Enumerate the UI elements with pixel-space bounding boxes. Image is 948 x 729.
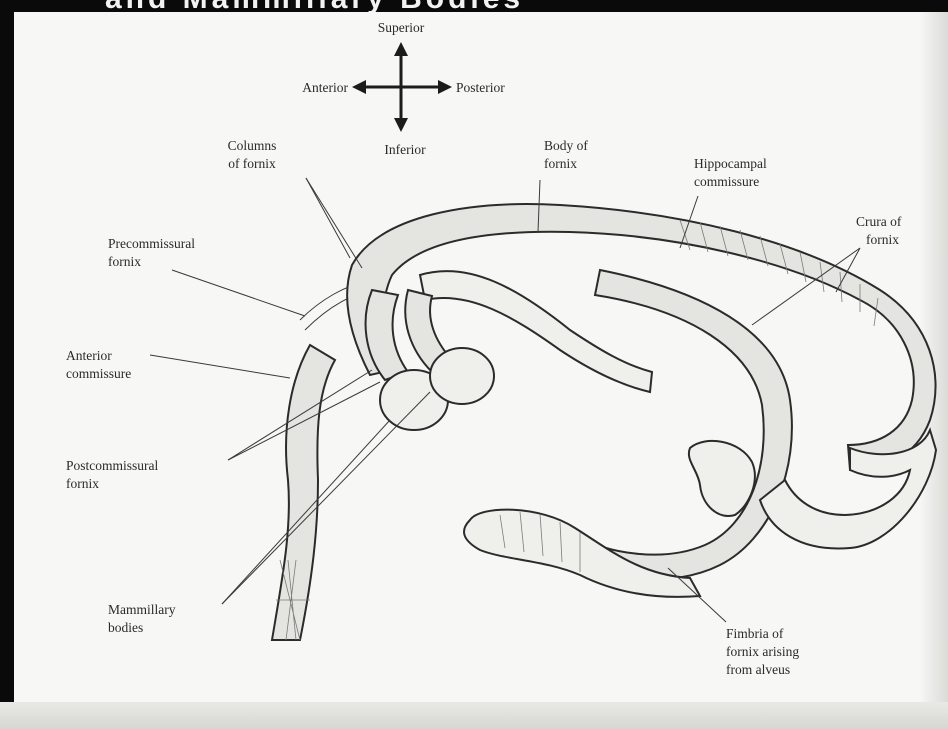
posterior-arrow-icon [438, 80, 452, 94]
superior-arrow-icon [394, 42, 408, 56]
hippocampus-tail-shape [464, 510, 700, 597]
body-of-fornix-label-2: fornix [544, 156, 577, 171]
postcommissural-fornix-shape [272, 345, 335, 640]
mammillary-bodies-label-1: Mammillary [108, 602, 176, 617]
anterior-commissure-label-2: commissure [66, 366, 131, 381]
superior-label: Superior [378, 20, 425, 35]
fimbria-label-1: Fimbria of [726, 626, 784, 641]
precommissural-fornix-label-2: fornix [108, 254, 141, 269]
bottom-edge [0, 702, 948, 729]
precommissural-fornix-label-1: Precommissural [108, 236, 195, 251]
inferior-label: Inferior [384, 142, 426, 157]
fimbria-arch-shape [560, 270, 792, 579]
fimbria-label-3: from alveus [726, 662, 790, 677]
anterior-label: Anterior [302, 80, 348, 95]
columns-of-fornix-label-1: Columns [228, 138, 277, 153]
fornix-illustration [272, 204, 936, 640]
posterior-label: Posterior [456, 80, 505, 95]
body-of-fornix-label-1: Body of [544, 138, 588, 153]
orientation-compass: Superior Inferior Anterior Posterior [302, 20, 505, 157]
crura-of-fornix-label-1: Crura of [856, 214, 902, 229]
fimbria-label-2: fornix arising [726, 644, 799, 659]
postcommissural-fornix-label-2: fornix [66, 476, 99, 491]
mammillary-bodies-label-2: bodies [108, 620, 143, 635]
columns-of-fornix-label-2: of fornix [228, 156, 276, 171]
crura-of-fornix-label-2: fornix [866, 232, 899, 247]
fornix-diagram: Superior Inferior Anterior Posterior [0, 0, 948, 702]
anterior-commissure-label-1: Anterior [66, 348, 112, 363]
anterior-arrow-icon [352, 80, 366, 94]
hippocampal-commissure-label-1: Hippocampal [694, 156, 767, 171]
mammillary-body-right [430, 348, 494, 404]
postcommissural-fornix-label-1: Postcommissural [66, 458, 159, 473]
inferior-arrow-icon [394, 118, 408, 132]
uncus-shape [689, 441, 755, 516]
hippocampal-commissure-label-2: commissure [694, 174, 759, 189]
